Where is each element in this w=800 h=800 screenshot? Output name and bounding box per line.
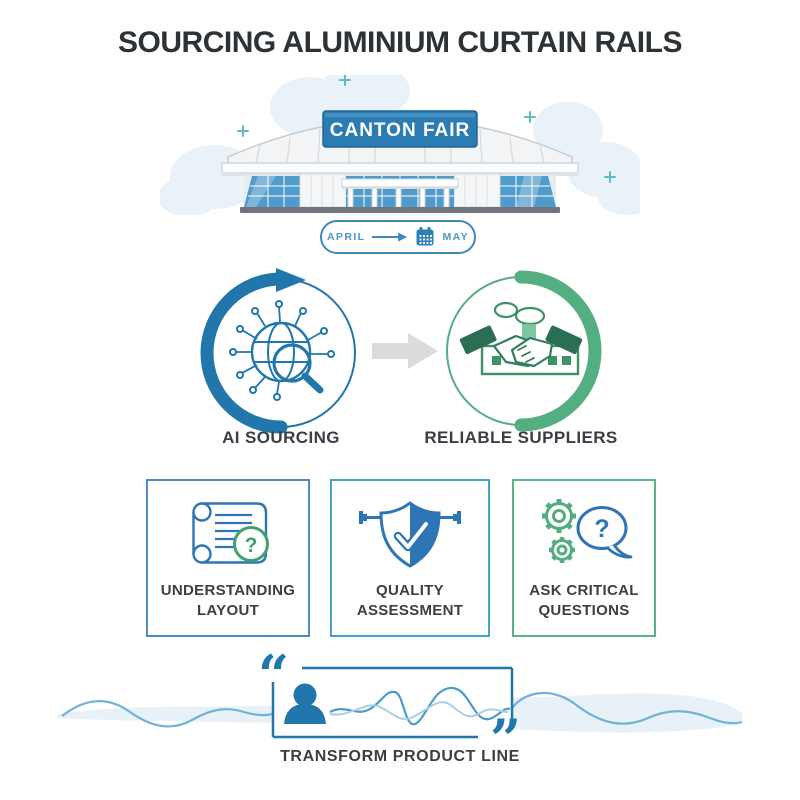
arrow-right-icon bbox=[372, 232, 408, 242]
scroll-question-icon: ? bbox=[192, 502, 269, 564]
timeline-end-month: MAY bbox=[442, 231, 470, 243]
question-mark-glyph: ? bbox=[245, 534, 258, 557]
plus-decorations bbox=[237, 75, 616, 183]
building-base bbox=[240, 207, 560, 213]
arrow-right-icon-large bbox=[372, 333, 438, 369]
footer-label: TRANSFORM PRODUCT LINE bbox=[280, 748, 520, 765]
open-quote-glyph: “ bbox=[258, 652, 289, 707]
shield-check-rod-icon bbox=[359, 501, 461, 568]
waveform-line-light bbox=[329, 701, 509, 720]
step-label-ai-sourcing: AI SOURCING bbox=[222, 428, 340, 447]
question-mark-glyph: ? bbox=[594, 515, 609, 543]
canton-fair-building-illustration: CANTON FAIR bbox=[160, 75, 640, 215]
calendar-icon bbox=[416, 227, 434, 246]
building-facade bbox=[221, 162, 579, 213]
handshake-factory-icon bbox=[459, 301, 583, 376]
handshake-right-sleeve bbox=[545, 325, 583, 355]
ring-arrowhead bbox=[276, 268, 306, 292]
handshake-hands bbox=[492, 334, 554, 368]
quote-frame bbox=[271, 666, 514, 739]
entrance-canopy bbox=[341, 178, 459, 188]
reliable-suppliers-ring bbox=[446, 270, 602, 432]
canton-fair-sign: CANTON FAIR bbox=[322, 110, 478, 148]
waveform-line-dark bbox=[329, 686, 511, 726]
background-wave-line-right bbox=[511, 691, 743, 725]
speech-bubble bbox=[576, 506, 628, 550]
step-label-reliable-suppliers: RELIABLE SUPPLIERS bbox=[424, 428, 618, 447]
clouds-decoration bbox=[160, 75, 640, 215]
globe-network-magnifier-icon bbox=[229, 300, 335, 401]
page-title: SOURCING ALUMINIUM CURTAIN RAILS bbox=[118, 26, 682, 59]
person-icon bbox=[284, 683, 326, 724]
background-wave-line-left bbox=[61, 700, 276, 728]
handshake-left-sleeve bbox=[459, 325, 497, 355]
gears-question-bubble-icon: ? bbox=[542, 499, 633, 563]
checkmark bbox=[396, 522, 428, 549]
timeline-start-month: APRIL bbox=[326, 231, 366, 243]
footer-scene: “ ” bbox=[58, 652, 743, 762]
magnifier-handle bbox=[301, 372, 324, 394]
timeline-pill: APRIL MAY bbox=[320, 220, 476, 254]
ai-sourcing-ring bbox=[200, 268, 356, 434]
canton-fair-sign-label: CANTON FAIR bbox=[330, 120, 470, 141]
magnifier-lens bbox=[272, 343, 312, 383]
